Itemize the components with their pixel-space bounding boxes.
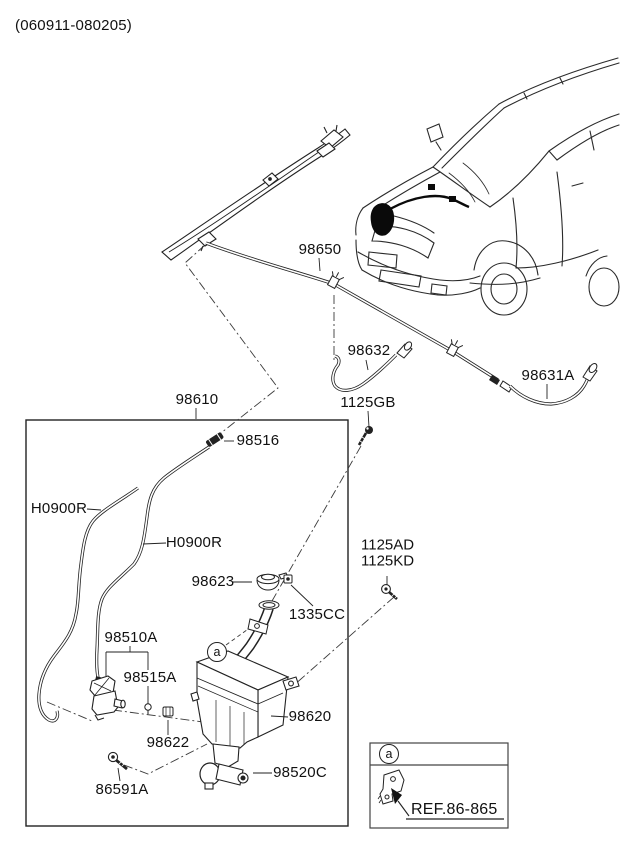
title-code-range: (060911-080205) — [15, 17, 132, 34]
part-label-98632: 98632 — [347, 342, 391, 359]
detail-arrow — [391, 788, 504, 820]
part-label-98631A: 98631A — [521, 367, 575, 384]
part-label-98515A: 98515A — [121, 669, 179, 686]
neck-bracket — [247, 618, 269, 635]
detail-ref-label: REF.86-865 — [411, 801, 498, 818]
part-label-1125GB: 1125GB — [340, 394, 396, 411]
hose-joint — [489, 375, 513, 393]
packing-98515A-icon — [144, 703, 152, 714]
hose-clip — [445, 339, 464, 358]
cowl-nozzle-strip — [161, 124, 351, 261]
part-label-98620: 98620 — [288, 708, 332, 725]
screw-1125AD-icon — [381, 584, 398, 600]
hose-H0900R-rear — [95, 445, 210, 686]
leader-lines — [86, 257, 548, 782]
part-label-1335CC: 1335CC — [288, 606, 346, 623]
part-label-H0900R-rear: H0900R — [165, 534, 223, 551]
part-label-86591A: 86591A — [95, 781, 149, 798]
part-label-98610: 98610 — [175, 391, 219, 408]
part-label-98510A: 98510A — [104, 629, 158, 646]
screw-1335CC-icon — [283, 574, 293, 584]
washer-motor-98520C-icon — [199, 762, 249, 790]
part-label-1125KD: 1125KD — [361, 552, 415, 569]
detail-box-marker-a: a — [379, 744, 399, 764]
washer-hose-98632 — [331, 353, 398, 392]
washer-hose-98650 — [205, 241, 499, 382]
connector-98516-icon — [206, 432, 224, 447]
reservoir-98620-icon — [190, 650, 300, 768]
part-label-98623: 98623 — [191, 573, 235, 590]
detail-a-pointer-line — [225, 626, 252, 646]
screw-86591A-icon — [107, 751, 128, 771]
detail-marker-a: a — [207, 642, 227, 662]
washer-nozzle-end — [582, 363, 598, 382]
part-label-H0900R-front: H0900R — [30, 500, 88, 517]
part-label-1125AD-1125KD: 1125AD 1125KD — [361, 536, 415, 569]
washer-pump-98510A-icon — [89, 675, 126, 721]
part-label-98622: 98622 — [146, 734, 190, 751]
detail-bracket-icon — [377, 769, 405, 805]
part-label-98516: 98516 — [236, 432, 280, 449]
screw-1125GB-icon — [357, 426, 373, 446]
vehicle-sketch — [355, 57, 620, 316]
washer-nozzle-98632-end — [396, 341, 413, 359]
part-label-1125AD: 1125AD — [361, 536, 415, 554]
neck-mouth — [258, 600, 280, 610]
reservoir-assembly-box — [25, 419, 349, 827]
vehicle-washer-highlight — [370, 184, 470, 236]
filler-cap-98623-icon — [256, 572, 289, 591]
grommet-98622-icon — [162, 706, 174, 717]
hose-clip — [326, 271, 345, 290]
part-label-98520C: 98520C — [273, 764, 327, 781]
part-label-98650: 98650 — [298, 241, 342, 258]
hose-H0900R-front — [37, 486, 139, 723]
